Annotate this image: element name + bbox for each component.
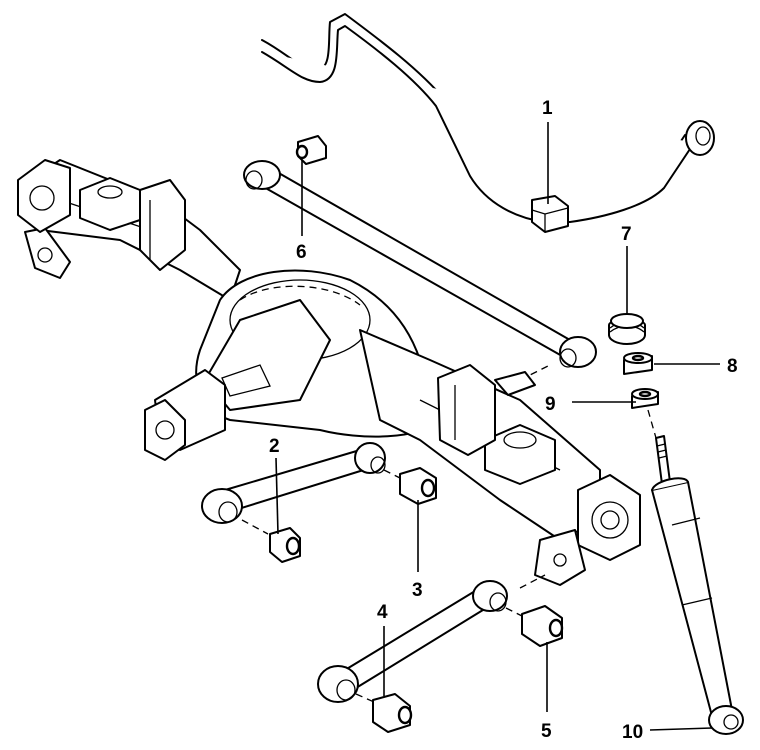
shock-absorber (651, 435, 744, 735)
lower-rod-bushing-3 (399, 467, 437, 505)
callout-2: 2 (269, 436, 280, 457)
callout-5: 5 (541, 721, 552, 742)
callout-labels: 1 2 3 4 5 6 7 8 9 10 (269, 98, 738, 743)
stabilizer-bar (261, 13, 715, 223)
lower-rod-2-bushing (269, 527, 301, 563)
callout-8: 8 (727, 356, 738, 377)
upper-rod-bushing (295, 135, 327, 165)
leader-lines (275, 122, 720, 731)
stabilizer-bushing (531, 195, 569, 233)
lower-control-rod-2 (201, 442, 386, 524)
callout-3: 3 (412, 580, 423, 601)
callout-1: 1 (542, 98, 553, 119)
callout-10: 10 (622, 722, 643, 743)
callout-4: 4 (377, 602, 388, 623)
upper-control-rod (243, 160, 597, 368)
lower-control-rod-4 (317, 580, 508, 703)
shock-spring-pad (608, 313, 646, 345)
shock-bushing-lower (631, 388, 659, 409)
rear-axle-housing (17, 159, 641, 586)
shock-bushing-upper (623, 352, 653, 375)
lower-rod-4-bushing (372, 693, 413, 733)
lower-rod-bushing-5 (521, 605, 564, 647)
callout-7: 7 (621, 224, 632, 245)
callout-9: 9 (545, 394, 556, 415)
callout-6: 6 (296, 242, 307, 263)
